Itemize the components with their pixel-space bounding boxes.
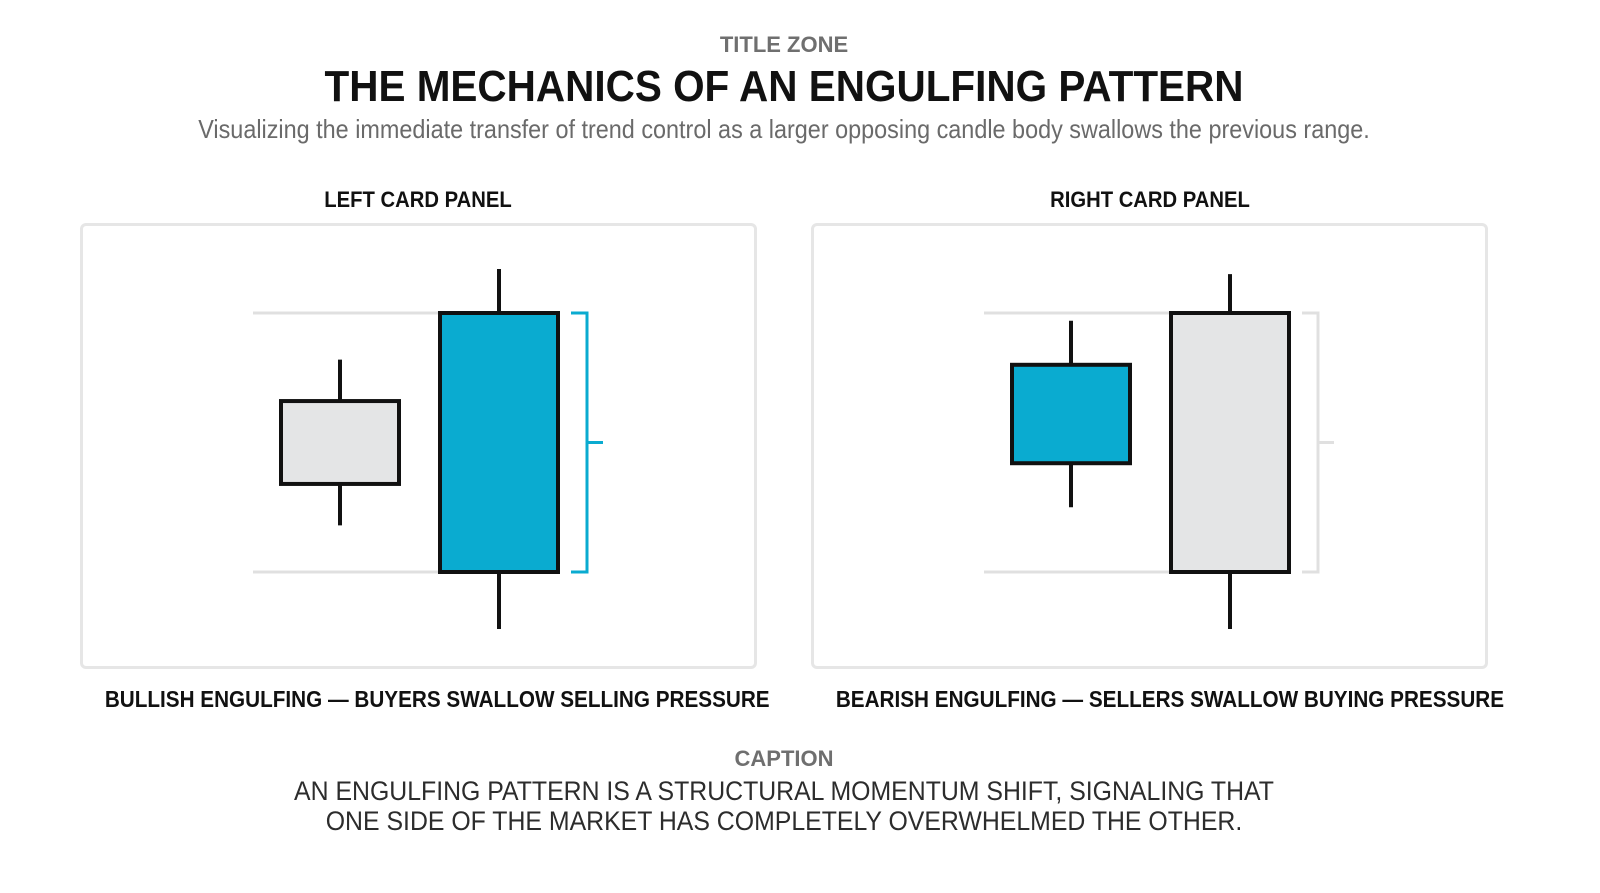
right-card-panel [811, 223, 1488, 669]
title-zone-label: TITLE ZONE [719, 32, 849, 57]
bullish-engulfing-diagram [253, 268, 603, 629]
engulfing-bearish-candle-body [1169, 311, 1291, 574]
page-title: THE MECHANICS OF AN ENGULFING PATTERN [324, 62, 1244, 111]
engulfing-bullish-candle-body [438, 311, 560, 574]
bearish-engulfing-diagram [984, 274, 1334, 629]
caption-line-2: ONE SIDE OF THE MARKET HAS COMPLETELY OV… [325, 806, 1243, 836]
page-subtitle: Visualizing the immediate transfer of tr… [198, 114, 1370, 144]
caption-label: CAPTION [734, 746, 834, 771]
prior-bullish-candle-body [1010, 362, 1132, 466]
left-panel-label: LEFT CARD PANEL [324, 187, 512, 212]
left-card-panel [80, 223, 757, 669]
right-panel-caption: BEARISH ENGULFING — SELLERS SWALLOW BUYI… [835, 686, 1505, 712]
caption-text: AN ENGULFING PATTERN IS A STRUCTURAL MOM… [63, 776, 1506, 836]
caption-line-1: AN ENGULFING PATTERN IS A STRUCTURAL MOM… [294, 776, 1274, 806]
right-panel-label: RIGHT CARD PANEL [1050, 187, 1250, 212]
prior-bearish-candle-body [279, 399, 401, 486]
engulfing-range-bracket [571, 311, 603, 574]
engulfing-range-bracket [1302, 311, 1334, 574]
left-panel-caption: BULLISH ENGULFING — BUYERS SWALLOW SELLI… [104, 686, 770, 712]
